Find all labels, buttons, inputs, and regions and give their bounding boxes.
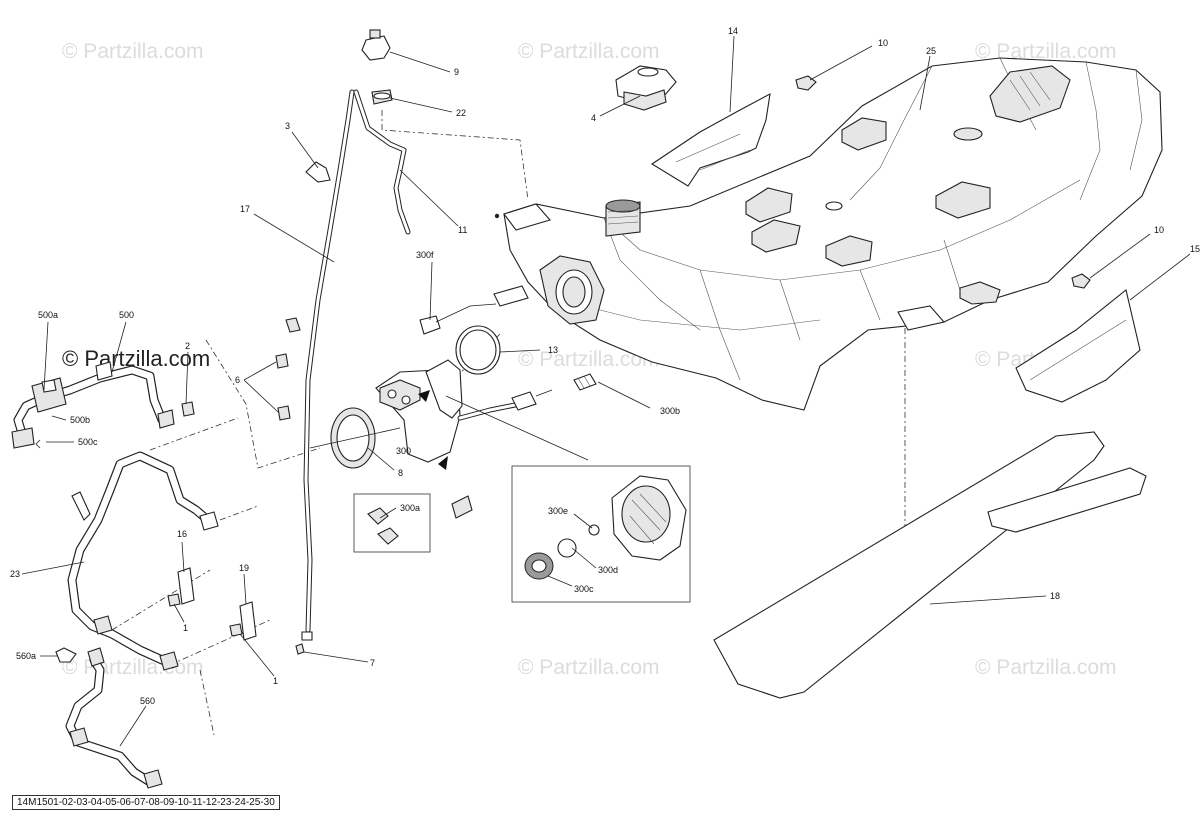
callout-14: 14 bbox=[728, 26, 738, 36]
callout-500: 500 bbox=[119, 310, 134, 320]
watermark: © Partzilla.com bbox=[62, 40, 204, 63]
callout-9: 9 bbox=[454, 67, 459, 77]
callout-23: 23 bbox=[10, 569, 20, 579]
callout-16: 16 bbox=[177, 529, 187, 539]
callout-19: 19 bbox=[239, 563, 249, 573]
lock-ring bbox=[330, 407, 376, 469]
callout-300e: 300e bbox=[548, 506, 568, 516]
vent-lines bbox=[301, 89, 411, 641]
callout-500a: 500a bbox=[38, 310, 58, 320]
side-shield bbox=[1015, 289, 1141, 403]
callout-7: 7 bbox=[370, 658, 375, 668]
watermark: © Partzilla.com bbox=[518, 656, 660, 679]
clip-detail bbox=[353, 493, 473, 553]
callout-4: 4 bbox=[591, 113, 596, 123]
callout-500b: 500b bbox=[70, 415, 90, 425]
callout-560: 560 bbox=[140, 696, 155, 706]
callout-15: 15 bbox=[1190, 244, 1200, 254]
watermark: © Partzilla.com bbox=[518, 40, 660, 63]
fuel-filter-line bbox=[11, 361, 175, 449]
callout-13: 13 bbox=[548, 345, 558, 355]
return-line bbox=[65, 647, 163, 789]
diagram-reference-code: 14M1501-02-03-04-05-06-07-08-09-10-11-12… bbox=[12, 795, 280, 810]
rollover-valve bbox=[361, 29, 393, 105]
watermark: © Partzilla.com bbox=[518, 348, 660, 371]
callout-1: 1 bbox=[273, 676, 278, 686]
callout-labels: 9 22 3 17 11 4 14 10 25 10 15 300f 13 30… bbox=[10, 26, 1200, 706]
callout-1: 1 bbox=[183, 623, 188, 633]
callout-300c: 300c bbox=[574, 584, 594, 594]
tank-pad bbox=[713, 431, 1147, 699]
callout-2: 2 bbox=[185, 341, 190, 351]
callout-300b: 300b bbox=[660, 406, 680, 416]
callout-300d: 300d bbox=[598, 565, 618, 575]
brackets-and-fasteners bbox=[167, 317, 305, 655]
watermark: © Partzilla.com bbox=[62, 656, 204, 679]
callout-17: 17 bbox=[240, 204, 250, 214]
callout-11: 11 bbox=[458, 225, 467, 235]
pump-filter bbox=[573, 373, 597, 391]
fuel-cap bbox=[615, 65, 677, 111]
callout-300a: 300a bbox=[400, 503, 420, 513]
pump-detail bbox=[511, 465, 691, 603]
leader-lines bbox=[21, 35, 1191, 747]
callout-18: 18 bbox=[1050, 591, 1060, 601]
callout-22: 22 bbox=[456, 108, 466, 118]
fuel-tank bbox=[494, 57, 1163, 411]
callout-500c: 500c bbox=[78, 437, 98, 447]
callout-6: 6 bbox=[235, 375, 240, 385]
fuel-line bbox=[67, 451, 219, 671]
watermark-group: © Partzilla.com © Partzilla.com © Partzi… bbox=[62, 40, 1117, 679]
fuel-level-sender bbox=[419, 285, 529, 335]
callout-300: 300 bbox=[396, 446, 411, 456]
callout-560a: 560a bbox=[16, 651, 36, 661]
heat-shield bbox=[650, 92, 771, 187]
watermark: © Partzilla.com bbox=[975, 656, 1117, 679]
callout-3: 3 bbox=[285, 121, 290, 131]
callout-10: 10 bbox=[878, 38, 888, 48]
callout-10: 10 bbox=[1154, 225, 1164, 235]
clamps bbox=[55, 161, 331, 663]
callout-8: 8 bbox=[398, 468, 403, 478]
callout-25: 25 bbox=[926, 46, 936, 56]
fuel-pump-assembly bbox=[375, 359, 553, 470]
watermark: © Partzilla.com bbox=[975, 40, 1117, 63]
callout-300f: 300f bbox=[416, 250, 434, 260]
